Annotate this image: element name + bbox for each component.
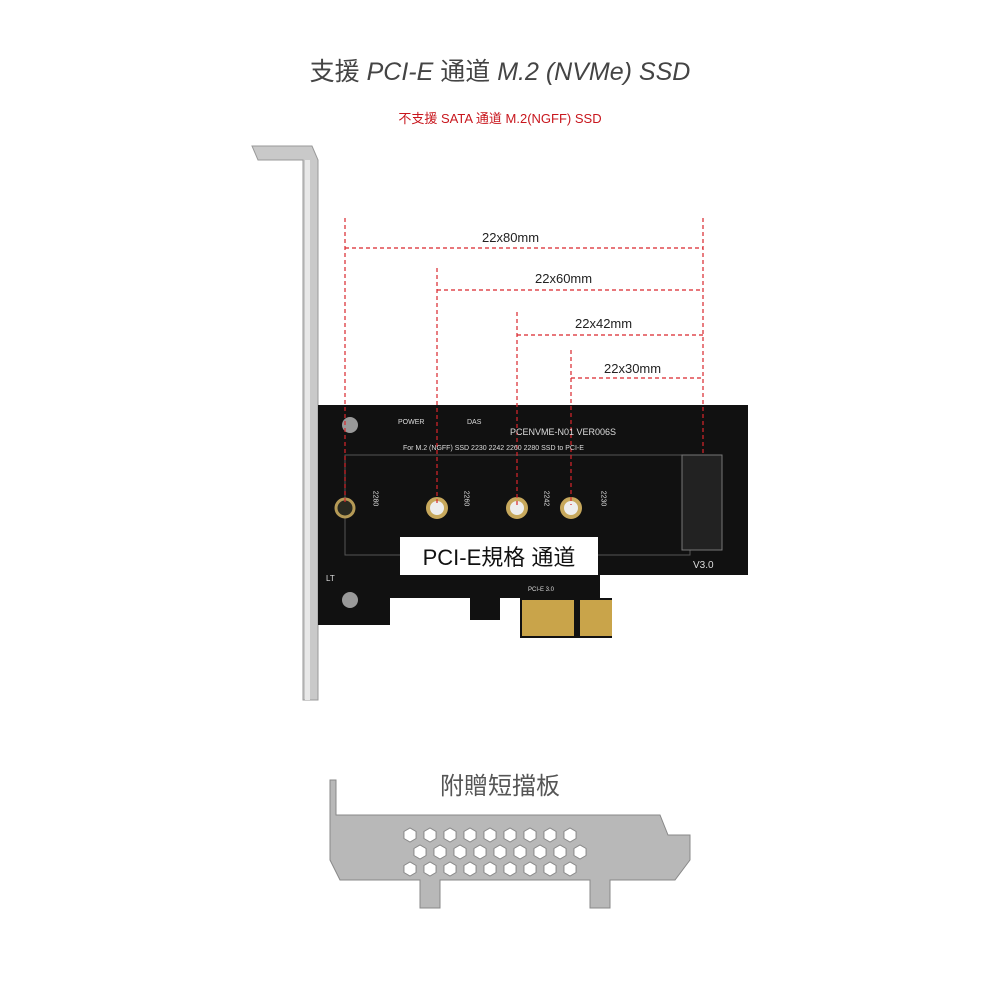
vent-hole — [463, 827, 477, 843]
dimension-label-2242: 22x42mm — [575, 316, 633, 331]
vent-hole — [473, 844, 487, 860]
vent-hole — [543, 861, 557, 877]
slot-label: 2230 — [599, 490, 607, 507]
model-label: PCENVME-N01 VER006S — [510, 427, 617, 437]
slot-label: 2280 — [371, 490, 379, 507]
lt-label: LT — [326, 574, 335, 583]
vent-hole — [413, 844, 427, 860]
slot-label: 2260 — [462, 490, 470, 507]
vent-hole — [553, 844, 567, 860]
vent-hole — [533, 844, 547, 860]
vent-hole — [563, 827, 577, 843]
version-label: V3.0 — [693, 560, 714, 571]
dimension-label-2280: 22x80mm — [482, 230, 540, 245]
slot-label: 2242 — [542, 490, 550, 507]
accessory-caption: 附贈短擋板 — [440, 773, 560, 800]
vent-hole — [523, 827, 537, 843]
low-profile-bracket — [329, 779, 691, 909]
das-label: DAS — [467, 419, 482, 426]
vent-hole — [513, 844, 527, 860]
vent-hole — [453, 844, 467, 860]
dimension-label-2260: 22x60mm — [535, 271, 593, 286]
subtitle: 不支援 SATA 通道 M.2(NGFF) SSD — [398, 111, 602, 126]
vent-hole — [443, 827, 457, 843]
vent-hole — [493, 844, 507, 860]
power-label: POWER — [398, 419, 425, 426]
dimension-lines — [344, 218, 704, 505]
vent-hole — [503, 827, 517, 843]
pcie-version-label: PCI-E 3.0 — [528, 587, 555, 593]
description-label: For M.2 (NGFF) SSD 2230 2242 2260 2280 S… — [403, 445, 584, 452]
vent-hole — [423, 861, 437, 877]
dimension-label-2230: 22x30mm — [604, 361, 662, 376]
vent-hole — [403, 861, 417, 877]
pcie-callout: PCI-E規格 通道 — [400, 537, 598, 575]
vent-hole — [523, 861, 537, 877]
vent-holes — [403, 827, 587, 877]
pcie-fingers — [522, 600, 574, 636]
full-height-bracket — [251, 145, 319, 701]
pcb-board — [318, 405, 748, 638]
vent-hole — [483, 861, 497, 877]
vent-hole — [463, 861, 477, 877]
vent-hole — [503, 861, 517, 877]
vent-hole — [433, 844, 447, 860]
vent-hole — [573, 844, 587, 860]
vent-hole — [543, 827, 557, 843]
screw — [342, 417, 358, 433]
m2-connector — [681, 454, 723, 551]
vent-hole — [403, 827, 417, 843]
vent-hole — [483, 827, 497, 843]
vent-hole — [423, 827, 437, 843]
vent-hole — [563, 861, 577, 877]
vent-hole — [443, 861, 457, 877]
page-title: 支援 PCI-E 通道 M.2 (NVMe) SSD — [309, 58, 691, 86]
